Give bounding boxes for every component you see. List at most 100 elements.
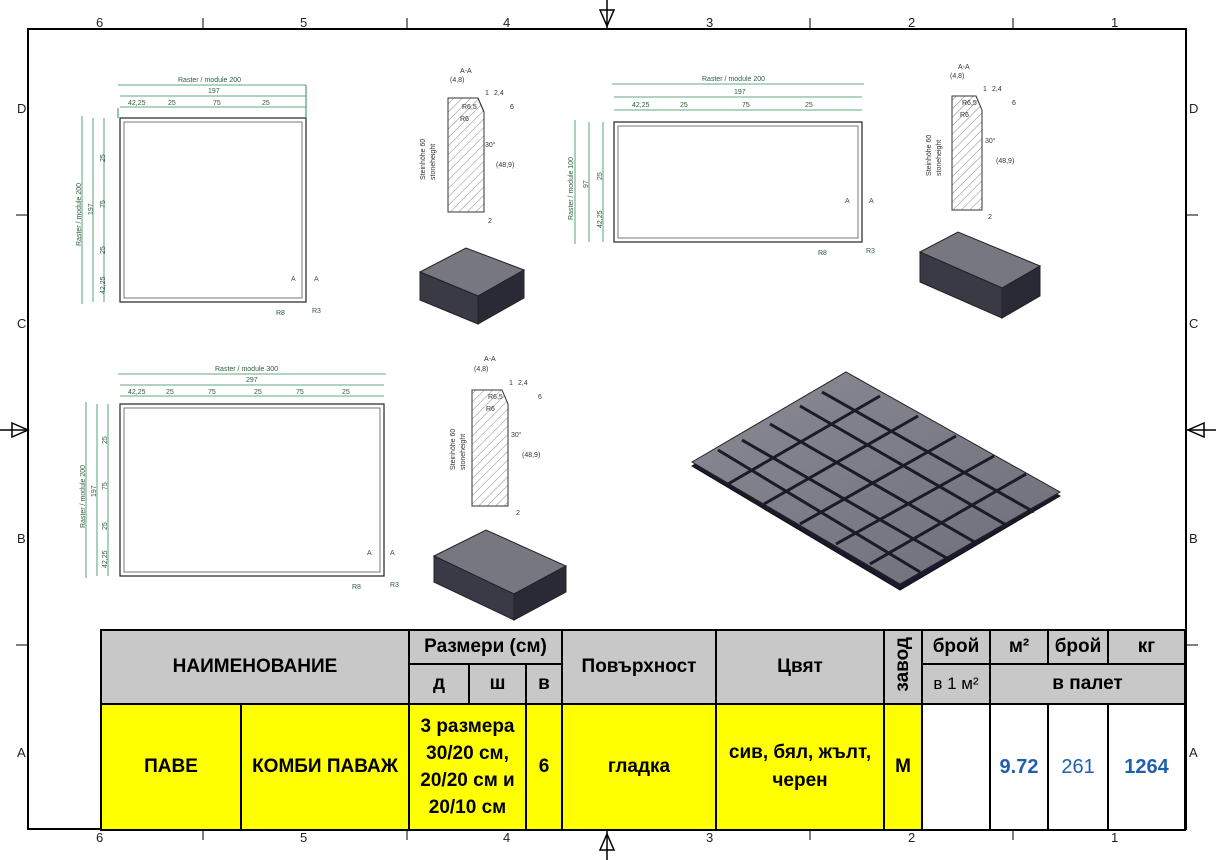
header-m2: м² [989, 629, 1050, 665]
cut-label-tl-2: A [314, 276, 319, 283]
dim-part-tl-0: 42,25 [128, 100, 146, 107]
section-bottom-2: 2 [988, 214, 992, 221]
section-view-2 [951, 95, 983, 211]
zone-row-b-right: B [1189, 531, 1198, 546]
dim-side-overall-tr: 97 [583, 180, 590, 188]
dim-side-part-tl-1: 75 [100, 200, 107, 208]
section-r2-1: R6 [460, 116, 469, 123]
section-label2-3: stoneheight [460, 433, 467, 470]
header-name: НАИМЕНОВАНИЕ [100, 629, 410, 705]
header-surface: Повърхност [561, 629, 718, 705]
row-kg-cell: 1264 [1107, 703, 1187, 831]
dim-part-tr-2: 75 [742, 102, 750, 109]
section-label1-2: Steinhöhe 60 [926, 134, 933, 176]
row-size-line-4: 20/10 см [428, 797, 507, 818]
dim-part-bl-2: 75 [208, 389, 216, 396]
header-height: в [524, 663, 564, 705]
row-count: 261 [1061, 755, 1095, 778]
dim-part-bl-1: 25 [166, 389, 174, 396]
row-kg: 1264 [1124, 755, 1169, 778]
section-label2-1: stoneheight [430, 143, 437, 180]
row-m2-cell: 9.72 [989, 703, 1050, 831]
iso-paving-pattern [691, 371, 1062, 591]
section-h-3: (48,9) [522, 452, 541, 459]
dim-part-bl-0: 42,25 [128, 389, 146, 396]
dim-r-inner-tl: R3 [312, 308, 321, 315]
dim-part-tr-3: 25 [805, 102, 813, 109]
header-count: брой [921, 629, 992, 665]
section-r2-3: R6 [486, 406, 495, 413]
cut-label-tl: A [291, 276, 296, 283]
row-count-cell: 261 [1047, 703, 1110, 831]
zone-col-3-bottom: 3 [706, 830, 714, 845]
dim-part-tl-1: 25 [168, 100, 176, 107]
dim-r-outer-tl: R8 [276, 310, 285, 317]
dim-side-part-bl-3: 42,25 [102, 550, 109, 568]
row-factory: М [883, 703, 924, 831]
section-d4-1: 6 [510, 104, 514, 111]
row-size-line-3: 20/20 см и [420, 770, 515, 791]
row-height: 6 [524, 703, 564, 831]
cut-label-bl-2: A [390, 550, 395, 557]
dim-overall-tl: 197 [208, 88, 220, 95]
header-on-pallet: в палет [989, 663, 1187, 705]
dim-part-tl-3: 25 [262, 100, 270, 107]
header-sizes: Размери (см) [407, 629, 564, 665]
header-width: ш [468, 663, 527, 705]
zone-col-6: 6 [96, 15, 104, 30]
row-size-line-1: 3 размера [420, 716, 515, 737]
section-d4-3: 6 [538, 394, 542, 401]
dim-raster-tl: Raster / module 200 [178, 77, 242, 84]
zone-row-a: A [17, 745, 26, 760]
section-d2-3: 1 [509, 380, 513, 387]
section-r1-3: R6,5 [488, 394, 503, 401]
zone-col-5-bottom: 5 [300, 830, 308, 845]
zone-col-4: 4 [503, 15, 511, 30]
zone-row-d: D [17, 101, 27, 116]
section-angle-1: 30° [485, 142, 496, 149]
section-view-3 [471, 389, 509, 507]
zone-row-c: C [17, 316, 27, 331]
zone-row-d-right: D [1189, 101, 1199, 116]
section-d3-3: 2,4 [518, 380, 528, 387]
section-r2-2: R6 [960, 112, 969, 119]
dim-r-outer-bl: R8 [352, 584, 361, 591]
dim-side-raster-tr: Raster / module 100 [568, 156, 575, 220]
dim-r-inner-tr: R3 [866, 248, 875, 255]
section-d2-1: 1 [485, 90, 489, 97]
dim-side-part-tl-0: 25 [100, 154, 107, 162]
section-r1-1: R6,5 [462, 104, 477, 111]
section-bottom-1: 2 [488, 218, 492, 225]
header-factory: завод [892, 636, 914, 692]
row-surface: гладка [561, 703, 718, 831]
section-label1-3: Steinhöhe 60 [450, 428, 457, 470]
header-count2: брой [1047, 629, 1110, 665]
row-name: КОМБИ ПАВАЖ [240, 703, 410, 831]
zone-col-5: 5 [300, 15, 308, 30]
header-per-m2: в 1 м² [921, 663, 992, 705]
zone-col-6-bottom: 6 [96, 830, 104, 845]
section-d3-1: 2,4 [494, 90, 504, 97]
section-d1-3: (4,8) [474, 366, 489, 373]
dim-side-part-bl-0: 25 [102, 436, 109, 444]
cut-label-tr-2: A [869, 198, 874, 205]
dim-raster-bl: Raster / module 300 [215, 366, 279, 373]
section-angle-2: 30° [985, 138, 996, 145]
dim-raster-tr: Raster / module 200 [702, 76, 766, 83]
dim-r-inner-bl: R3 [390, 582, 399, 589]
dim-side-part-bl-1: 75 [102, 482, 109, 490]
cut-label-bl: A [367, 550, 372, 557]
header-length: д [408, 663, 470, 705]
section-d1-1: (4,8) [450, 77, 465, 84]
section-h-2: (48,9) [996, 158, 1015, 165]
plan-view-rectangle-small [613, 121, 863, 243]
zone-col-1-bottom: 1 [1111, 830, 1119, 845]
section-title-3: A-A [484, 356, 496, 363]
row-per-m2 [921, 703, 992, 831]
section-angle-3: 30° [511, 432, 522, 439]
dim-part-bl-4: 75 [296, 389, 304, 396]
iso-stone-small [918, 231, 1042, 319]
section-d1-2: (4,8) [950, 73, 965, 80]
row-sizes: 3 размера 30/20 см, 20/20 см и 20/10 см [408, 703, 527, 831]
